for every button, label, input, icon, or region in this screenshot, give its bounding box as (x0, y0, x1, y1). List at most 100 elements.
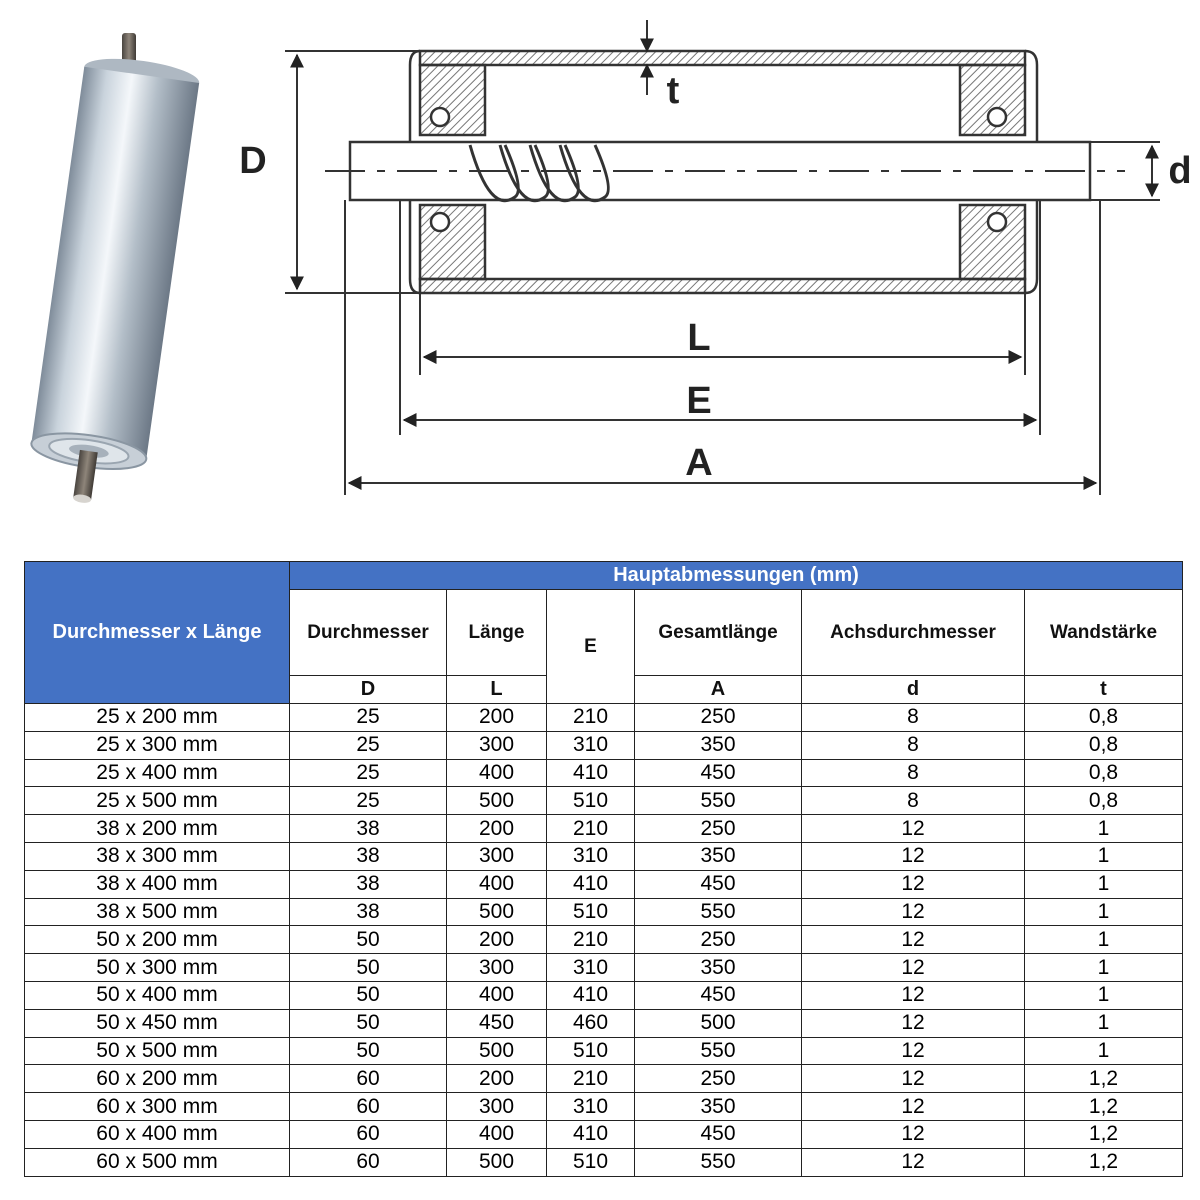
dimensions-table: Durchmesser x Länge Hauptabmessungen (mm… (24, 561, 1184, 1177)
value-cell: 1 (1023, 841, 1184, 871)
value-cell: 38 (289, 897, 447, 927)
value-cell: 0,8 (1023, 758, 1184, 788)
value-cell: 12 (801, 897, 1025, 927)
roller-tube (31, 66, 200, 460)
column-header: Durchmesser (289, 589, 447, 676)
value-cell: 550 (634, 897, 802, 927)
value-cell: 0,8 (1023, 703, 1184, 732)
label-t: t (667, 70, 680, 112)
value-cell: 12 (801, 869, 1025, 899)
value-cell: 210 (546, 925, 635, 955)
value-cell: 50 (289, 925, 447, 955)
value-cell: 60 (289, 1147, 447, 1177)
value-cell: 12 (801, 1036, 1025, 1066)
size-cell: 50 x 400 mm (24, 980, 290, 1010)
value-cell: 400 (446, 980, 547, 1010)
value-cell: 310 (546, 953, 635, 982)
size-cell: 25 x 500 mm (24, 786, 290, 816)
column-symbol: L (446, 675, 547, 704)
value-cell: 12 (801, 1064, 1025, 1094)
value-cell: 38 (289, 841, 447, 871)
value-cell: 1 (1023, 1008, 1184, 1038)
value-cell: 1 (1023, 980, 1184, 1010)
value-cell: 38 (289, 814, 447, 843)
value-cell: 410 (546, 758, 635, 788)
value-cell: 38 (289, 869, 447, 899)
size-cell: 50 x 200 mm (24, 925, 290, 955)
value-cell: 200 (446, 703, 547, 732)
value-cell: 60 (289, 1119, 447, 1149)
value-cell: 210 (546, 703, 635, 732)
value-cell: 1,2 (1023, 1119, 1184, 1149)
tube-wall-top (418, 49, 1027, 67)
value-cell: 450 (634, 1119, 802, 1149)
size-cell: 25 x 200 mm (24, 703, 290, 732)
value-cell: 25 (289, 730, 447, 760)
size-cell: 50 x 300 mm (24, 953, 290, 982)
size-cell: 38 x 300 mm (24, 841, 290, 871)
row-header-cell: Durchmesser x Länge (24, 561, 290, 704)
roller-technical-drawing: D t d L E A (239, 20, 1192, 495)
value-cell: 12 (801, 1008, 1025, 1038)
size-cell: 38 x 500 mm (24, 897, 290, 927)
bearing-left-bottom (418, 203, 487, 281)
tube-wall-bottom (418, 277, 1027, 295)
size-cell: 60 x 500 mm (24, 1147, 290, 1177)
value-cell: 12 (801, 925, 1025, 955)
value-cell: 410 (546, 869, 635, 899)
value-cell: 500 (446, 897, 547, 927)
value-cell: 250 (634, 925, 802, 955)
column-symbol: D (289, 675, 447, 704)
value-cell: 200 (446, 1064, 547, 1094)
value-cell: 1,2 (1023, 1147, 1184, 1177)
value-cell: 300 (446, 841, 547, 871)
size-cell: 50 x 500 mm (24, 1036, 290, 1066)
value-cell: 60 (289, 1092, 447, 1121)
value-cell: 12 (801, 980, 1025, 1010)
value-cell: 450 (634, 980, 802, 1010)
value-cell: 310 (546, 1092, 635, 1121)
value-cell: 310 (546, 730, 635, 760)
value-cell: 8 (801, 758, 1025, 788)
column-symbol: d (801, 675, 1025, 704)
value-cell: 400 (446, 1119, 547, 1149)
value-cell: 510 (546, 897, 635, 927)
size-cell: 60 x 300 mm (24, 1092, 290, 1121)
spring (468, 144, 610, 203)
axle-top (122, 33, 136, 63)
value-cell: 0,8 (1023, 730, 1184, 760)
value-cell: 250 (634, 814, 802, 843)
column-header: Gesamtlänge (634, 589, 802, 676)
value-cell: 25 (289, 758, 447, 788)
value-cell: 0,8 (1023, 786, 1184, 816)
value-cell: 550 (634, 786, 802, 816)
value-cell: 460 (546, 1008, 635, 1038)
value-cell: 550 (634, 1036, 802, 1066)
value-cell: 12 (801, 1147, 1025, 1177)
value-cell: 1 (1023, 1036, 1184, 1066)
value-cell: 500 (446, 786, 547, 816)
size-cell: 60 x 400 mm (24, 1119, 290, 1149)
roller-photo (30, 33, 200, 503)
column-header: E (546, 589, 635, 704)
label-A: A (685, 442, 712, 484)
value-cell: 510 (546, 1036, 635, 1066)
value-cell: 12 (801, 1119, 1025, 1149)
column-header: Länge (446, 589, 547, 676)
value-cell: 1,2 (1023, 1092, 1184, 1121)
value-cell: 1 (1023, 925, 1184, 955)
value-cell: 350 (634, 1092, 802, 1121)
size-cell: 25 x 300 mm (24, 730, 290, 760)
label-E: E (686, 380, 711, 422)
